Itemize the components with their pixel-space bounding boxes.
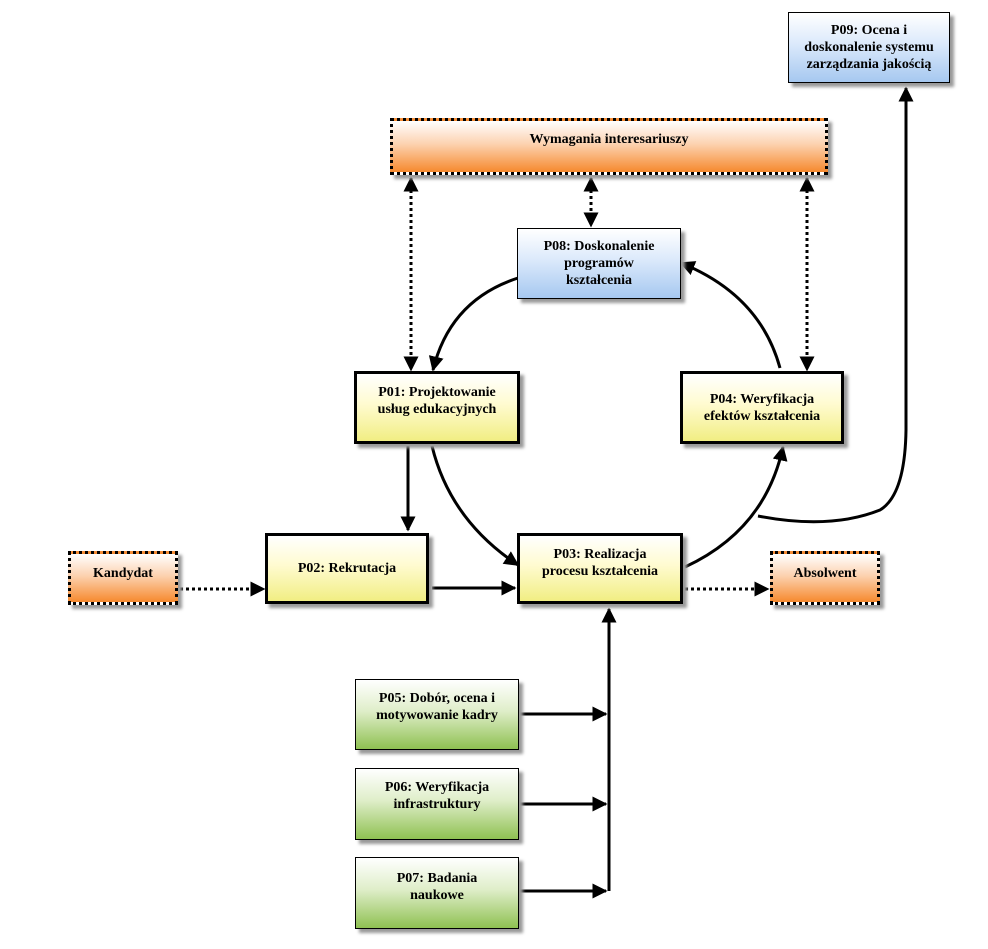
p03-to-p04-arrow — [684, 445, 788, 569]
p02-recruitment-box: P02: Rekrutacja — [265, 533, 429, 604]
p06-infrastructure-box: P06: Weryfikacja infrastruktury — [355, 768, 519, 840]
candidate-box: Kandydat — [68, 551, 178, 605]
p04-branch-to-p09-arrow — [757, 86, 914, 524]
p04-to-p08-arrow — [679, 261, 782, 369]
p01-to-p03-arrow — [430, 445, 520, 567]
p08-program-improvement-box: P08: Doskonalenie programów kształcenia — [517, 228, 681, 299]
p04-outcomes-verification-box: P04: Weryfikacja efektów kształcenia — [680, 371, 844, 444]
stakeholder-requirements-box: Wymagania interesariuszy — [390, 118, 828, 175]
p05-staff-box: P05: Dobór, ocena i motywowanie kadry — [355, 679, 519, 750]
p03-education-delivery-box: P03: Realizacja procesu kształcenia — [517, 533, 683, 604]
p01-service-design-box: P01: Projektowanie usług edukacyjnych — [354, 371, 520, 444]
p08-to-p01-arrow — [428, 276, 519, 372]
p09-quality-system-box: P09: Ocena i doskonalenie systemu zarząd… — [788, 12, 950, 83]
p07-research-box: P07: Badania naukowe — [355, 857, 519, 929]
graduate-box: Absolwent — [770, 551, 880, 605]
